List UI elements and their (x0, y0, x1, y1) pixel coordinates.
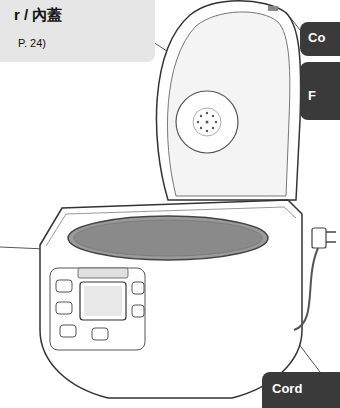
callout-box: F (300, 62, 340, 120)
part-name: r / 內蓋 (14, 6, 149, 25)
part-name: Cord (272, 381, 334, 397)
callout-box: Cord (262, 372, 340, 408)
part-name: F (308, 88, 334, 104)
callout-box: Co (300, 22, 340, 56)
lid (156, 1, 300, 200)
control-panel (50, 268, 145, 350)
page-reference: P. 24) (14, 37, 149, 51)
lid-inner (167, 12, 289, 196)
power-cord (294, 248, 318, 330)
callout-box: r / 內蓋 P. 24) (0, 0, 155, 62)
display (80, 282, 126, 320)
body (40, 200, 302, 398)
plug (312, 228, 326, 248)
inner-lid (176, 91, 238, 153)
part-name: Co (308, 30, 334, 46)
inner-pot (68, 216, 268, 260)
